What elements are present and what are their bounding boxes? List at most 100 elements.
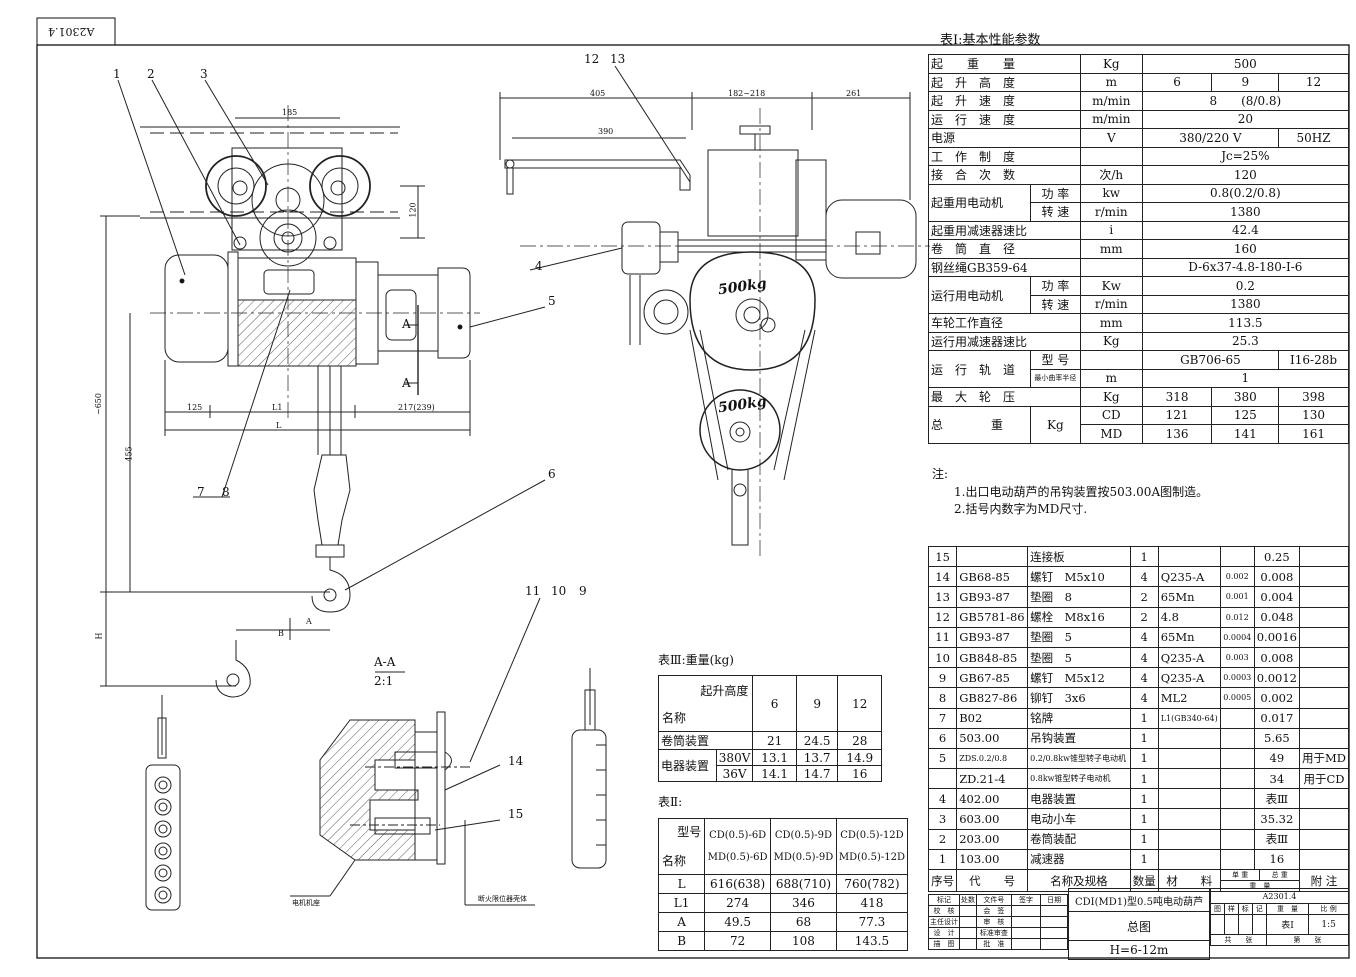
parts-cell-code [956,545,1029,568]
parts-cell-qty: 1 [1129,768,1159,790]
parts-cell-code: 203.00 [956,828,1029,850]
title-block-cell [1010,905,1042,917]
callout-3: 3 [200,67,208,81]
parts-cell-no: 11 [927,626,958,648]
callout-14: 14 [508,754,524,768]
table3-title: 表Ⅲ:重量(kg) [658,653,734,667]
parts-cell-no: 5 [927,747,958,770]
parts-cell-name: 连接板 [1027,545,1131,568]
title-block-cell [1040,916,1068,928]
parts-cell-no: 12 [927,606,958,628]
parts-cell-name: 螺栓 M8x16 [1027,606,1131,628]
parts-cell-qty: 1 [1129,808,1159,830]
title-block-cell: 主任设计 [928,916,960,928]
parts-cell-code: 603.00 [956,808,1029,830]
title-block-cell [1040,938,1068,950]
parts-cell-note [1298,727,1350,749]
parts-cell-qty: 2 [1129,586,1159,608]
parts-cell-no: 3 [927,808,958,830]
parts-cell-mat: ML2 [1157,687,1221,709]
parts-cell-code: 402.00 [956,788,1029,810]
parts-cell-note [1298,848,1350,871]
parts-cell-mat: Q235-A [1157,566,1221,588]
parts-cell-qty: 1 [1129,747,1159,770]
parts-cell-qty: 4 [1129,566,1159,588]
parts-cell-code: GB848-85 [956,646,1029,669]
parts-cell-w2: 0.008 [1253,566,1300,588]
parts-cell-no: 9 [927,667,958,689]
parts-cell-w2: 0.048 [1253,606,1300,628]
parts-cell-qty: 1 [1129,707,1159,729]
parts-cell-name: 垫圈 5 [1027,626,1131,648]
notes-title: 注: [932,467,949,481]
dim-L: L [276,421,282,430]
callout-2: 2 [147,67,155,81]
parts-cell-qty: 4 [1129,687,1159,709]
parts-cell-w2: 0.002 [1253,687,1300,709]
parts-cell-name: 吊钩装置 [1027,727,1131,749]
title-block-cell: 批 准 [976,938,1012,950]
note-limit-housing: 断火限位器壳体 [478,895,527,903]
parts-cell-w1 [1219,828,1255,850]
parts-cell-note: 用于MD [1298,747,1350,770]
parts-cell-w2: 0.004 [1253,586,1300,608]
parts-cell-qty: 1 [1129,727,1159,749]
parts-cell-w2: 16 [1253,848,1300,871]
title-block-cell [1010,916,1042,928]
table1-title: 表Ⅰ:基本性能参数 [940,33,1041,48]
parts-cell-note [1298,566,1350,588]
parts-cell-name: 卷筒装配 [1027,828,1131,850]
parts-cell-code: 503.00 [956,727,1029,749]
table2-title: 表Ⅱ: [658,795,683,809]
parts-cell-mat: Q235-A [1157,646,1221,669]
title-block-cell: 签字 [1010,894,1042,906]
outer-frame [36,44,1350,959]
parts-cell-note [1298,606,1350,628]
dim-455: 455 [124,446,134,462]
title-block-cell [1040,905,1068,917]
parts-cell-w2: 表Ⅲ [1253,828,1300,850]
parts-cell-name: 0.2/0.8kw锥型转子电动机 [1027,747,1131,770]
title-block-cell: 文件号 [976,894,1012,906]
parts-cell-w2: 0.0012 [1253,667,1300,689]
callout-1: 1 [113,67,121,81]
parts-cell-qty: 4 [1129,667,1159,689]
parts-cell-code: GB827-86 [956,687,1029,709]
title-block-cell: 会 签 [976,905,1012,917]
title-block-cell [959,916,977,928]
parts-cell-note [1298,687,1350,709]
parts-cell-code: 103.00 [956,848,1029,871]
front-view [100,79,546,698]
dim-125: 125 [187,403,203,412]
parts-cell-name: 垫圈 5 [1027,646,1131,669]
title-block-cell [959,905,977,917]
parts-cell-w1 [1219,808,1255,830]
dim-182: 182~218 [728,89,766,98]
dim-261: 261 [846,89,862,98]
parts-cell-w1 [1219,747,1255,770]
callout-6: 6 [548,467,556,481]
note-2: 2.括号内数字为MD尺寸. [954,502,1088,516]
dim-120: 120 [408,202,418,218]
parts-cell-w1: 0.012 [1219,606,1255,628]
corner-stamp-box [36,17,116,46]
note-1: 1.出口电动葫芦的吊钩装置按503.00A图制造。 [954,485,1209,499]
dim-B: B [278,629,284,638]
parts-cell-w1: 0.001 [1219,586,1255,608]
parts-cell-no: 8 [927,687,958,709]
callout-10: 10 [551,584,567,598]
parts-cell-no: 14 [927,566,958,588]
parts-cell-qty: 4 [1129,646,1159,669]
parts-cell-w1: 0.0004 [1219,626,1255,648]
